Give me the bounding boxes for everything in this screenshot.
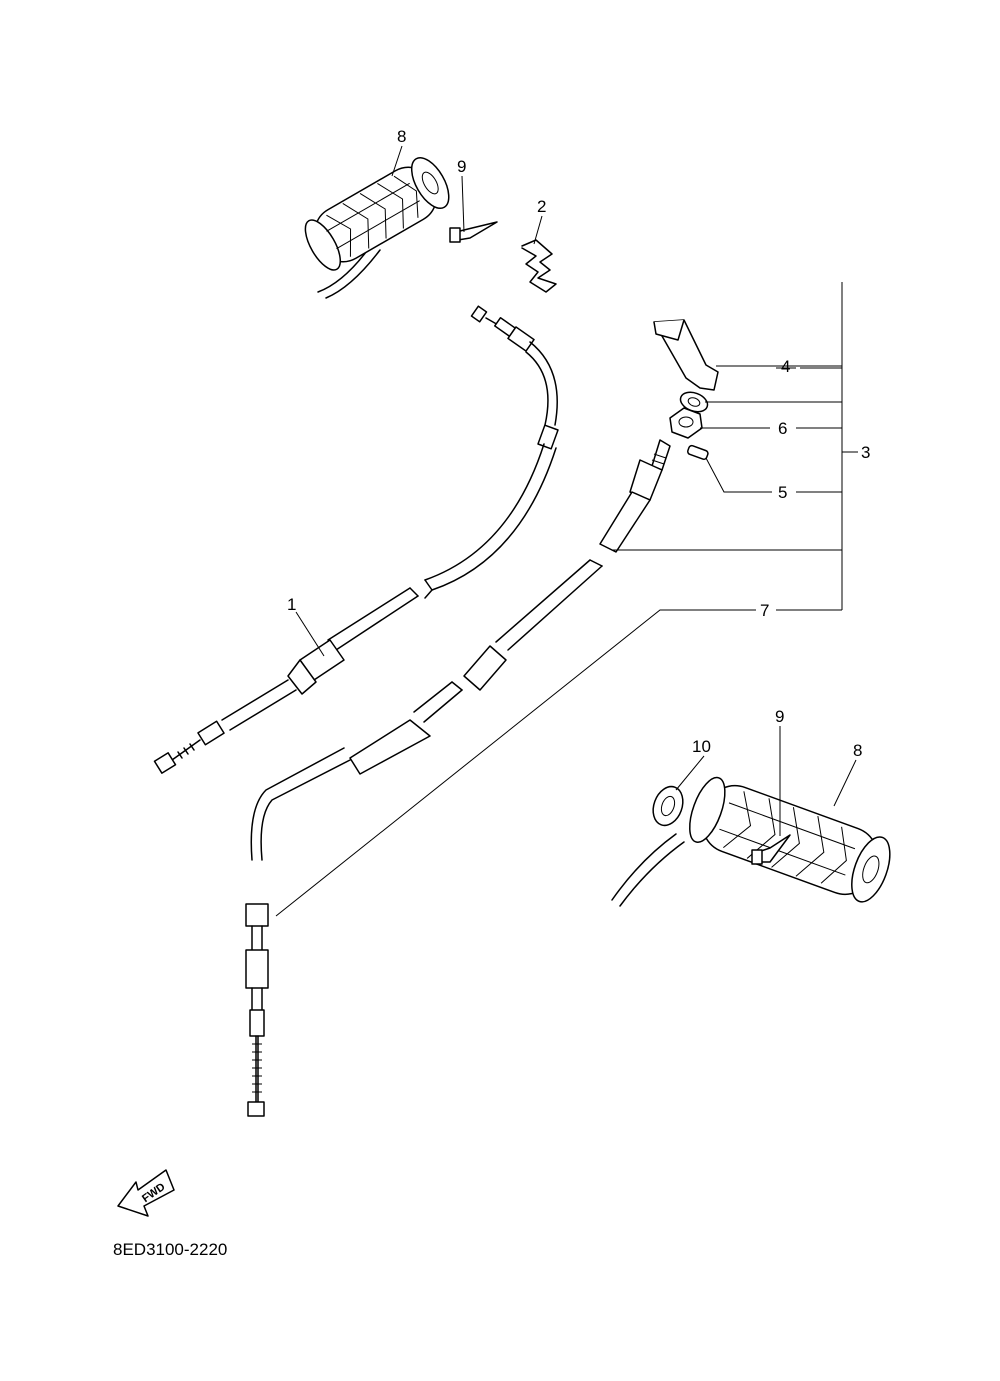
- pin: [686, 444, 709, 461]
- top-handlebar-grip: [304, 157, 450, 299]
- screw-top: [449, 221, 498, 243]
- nut: [669, 407, 703, 439]
- callout-8-bottom: 8: [853, 741, 862, 760]
- fwd-arrow-icon: FWD: [117, 1169, 175, 1217]
- leader-lines: [275, 145, 858, 917]
- cable-7: [245, 439, 671, 1117]
- callout-8-top: 8: [397, 127, 406, 146]
- cable-clip: [521, 239, 557, 293]
- cable-1: [153, 305, 559, 774]
- callout-6: 6: [778, 419, 787, 438]
- callout-3: 3: [861, 443, 870, 462]
- diagram-code: 8ED3100-2220: [113, 1240, 227, 1259]
- callout-4: 4: [781, 357, 790, 376]
- bottom-handlebar-grip: [611, 776, 891, 907]
- callout-2: 2: [537, 197, 546, 216]
- callout-9-bottom: 9: [775, 707, 784, 726]
- callout-10: 10: [692, 737, 711, 756]
- adjuster-bracket: [653, 319, 719, 391]
- ring-10: [652, 785, 684, 827]
- callout-7: 7: [760, 601, 769, 620]
- callout-5: 5: [778, 483, 787, 502]
- callout-1: 1: [287, 595, 296, 614]
- screw-bottom: [751, 834, 791, 865]
- callout-9-top: 9: [457, 157, 466, 176]
